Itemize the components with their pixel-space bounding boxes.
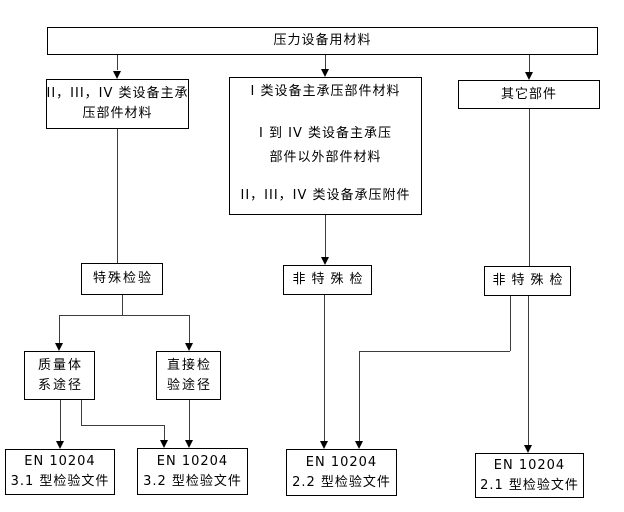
connector-root-to-branch-right (529, 55, 530, 72)
connector-branch-right-to-nonspecial (529, 109, 530, 266)
node-label-line: 系途径 (37, 377, 83, 393)
node-label-line: 验途径 (166, 377, 212, 393)
connector-quality-to-en32-elbow (81, 425, 164, 426)
node-label-line: II，III，IV 类设备主承 (46, 86, 189, 101)
node-label-line: EN 10204 (305, 454, 378, 470)
arrowhead-into-branch-right (525, 72, 533, 80)
connector-direct-to-en32 (189, 400, 190, 440)
node-label-line: EN 10204 (156, 453, 229, 469)
node-root-pressure-equipment-materials: 压力设备用材料 (47, 27, 598, 55)
connector-quality-to-en32-stem (81, 400, 82, 425)
connector-nonspecial-right-to-en22 (359, 351, 360, 441)
node-class-1-and-other-parts-materials: I 类设备主承压部件材料 I 到 IV 类设备主承压 部件以外部件材料 II，I… (229, 77, 422, 215)
node-label-line: I 到 IV 类设备主承压 (259, 126, 392, 141)
node-label-line: 质量体 (37, 357, 83, 373)
connector-quality-to-en31 (60, 400, 61, 441)
node-label: 压力设备用材料 (273, 33, 372, 48)
node-en10204-type-2-2-document: EN 10204 2.2 型检验文件 (286, 449, 397, 496)
node-en10204-type-2-1-document: EN 10204 2.1 型检验文件 (475, 453, 584, 498)
connector-nonspecial-mid-to-en22 (324, 295, 325, 441)
arrowhead-into-en21 (524, 445, 532, 453)
node-label-line: EN 10204 (493, 457, 566, 473)
node-label-line: 3.1 型检验文件 (10, 474, 110, 489)
arrowhead-into-direct (185, 343, 193, 351)
node-class-2-3-4-main-pressure-parts: II，III，IV 类设备主承 压部件材料 (46, 79, 189, 129)
node-label-line: 2.2 型检验文件 (292, 474, 391, 490)
node-label: 非特殊检 (492, 273, 569, 288)
node-other-parts: 其它部件 (458, 80, 600, 109)
node-label-line: 部件以外部件材料 (269, 150, 382, 165)
node-label-line: 2.1 型检验文件 (480, 477, 579, 493)
connector-special-split (59, 315, 190, 316)
connector-nonspecial-right-elbow (359, 351, 510, 352)
connector-branch-mid-to-nonspecial (325, 215, 326, 257)
connector-nonspecial-right-to-en21 (528, 296, 529, 445)
connector-root-to-branch-mid (325, 55, 326, 69)
arrowhead-into-nonspecial-mid (321, 257, 329, 265)
node-en10204-type-3-1-document: EN 10204 3.1 型检验文件 (5, 449, 115, 495)
arrowhead-into-branch-left (113, 71, 121, 79)
node-label: 其它部件 (500, 86, 557, 102)
connector-branch-left-to-special (117, 129, 118, 263)
connector-quality-to-en32-drop (164, 425, 165, 440)
arrowhead-into-en22-left (320, 441, 328, 449)
arrowhead-into-en32-right (185, 440, 193, 448)
connector-split-to-quality (59, 315, 60, 343)
node-label-line: I 类设备主承压部件材料 (250, 84, 401, 99)
node-non-special-inspection-middle: 非特殊检 (283, 265, 372, 295)
node-label-line: 直接检 (166, 357, 212, 373)
node-en10204-type-3-2-document: EN 10204 3.2 型检验文件 (137, 448, 248, 495)
node-non-special-inspection-right: 非特殊检 (484, 266, 571, 296)
arrowhead-into-en22-right (355, 441, 363, 449)
node-label-line: EN 10204 (24, 454, 96, 469)
node-direct-inspection-route: 直接检 验途径 (156, 351, 221, 400)
node-label-line: 3.2 型检验文件 (143, 473, 242, 489)
arrowhead-into-quality (55, 343, 63, 351)
node-label-line: II，III，IV 类设备承压附件 (240, 188, 411, 203)
arrowhead-into-en32-left (160, 440, 168, 448)
node-label: 非特殊检 (292, 272, 369, 287)
node-quality-system-route: 质量体 系途径 (24, 351, 95, 400)
arrowhead-into-en31 (56, 441, 64, 449)
connector-root-to-branch-left (117, 55, 118, 70)
arrowhead-into-branch-mid (321, 69, 329, 77)
connector-split-to-direct (189, 315, 190, 343)
node-special-inspection: 特殊检验 (81, 263, 163, 295)
node-label-line: 压部件材料 (82, 106, 153, 121)
connector-special-stem (122, 295, 123, 315)
node-label: 特殊检验 (92, 271, 153, 286)
connector-nonspecial-right-stem (510, 296, 511, 351)
